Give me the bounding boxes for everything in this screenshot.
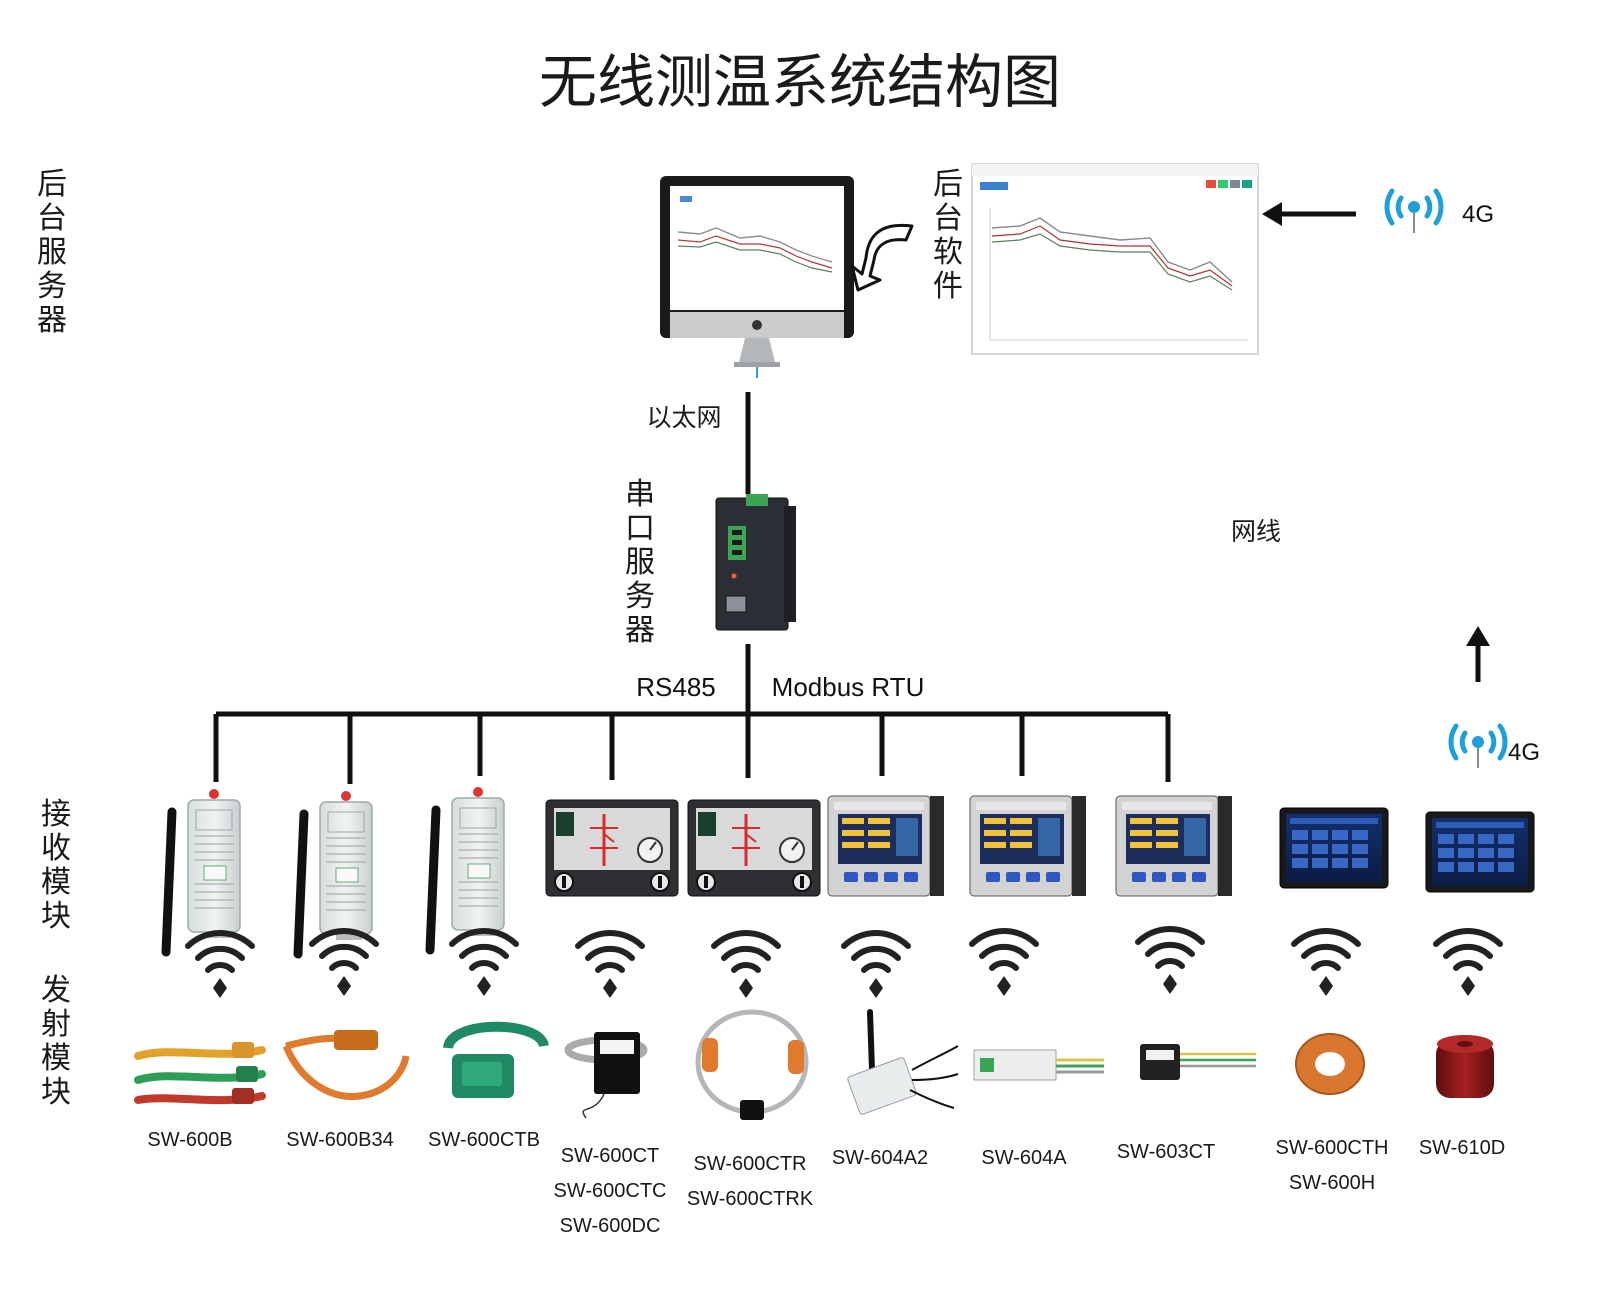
model-label: SW-600B — [147, 1129, 232, 1151]
bus-drop-lines — [213, 714, 1171, 784]
transmitter-clamp-sensor — [443, 1021, 549, 1098]
transmitter-antenna-sensor — [847, 1009, 959, 1115]
software-arrow — [850, 223, 914, 292]
transmitter-board-sensor — [973, 1049, 1104, 1081]
wireless-signals — [188, 929, 1500, 998]
transmitter-small-ct-sensor — [1140, 1044, 1256, 1080]
network-cable-label: 网线 — [1231, 517, 1281, 546]
apple-logo-icon — [752, 320, 762, 330]
receiver-touch-screen-1 — [1279, 807, 1389, 889]
broadcast-4g-icon — [1387, 191, 1441, 233]
model-label: SW-600CTH — [1276, 1137, 1389, 1159]
wireless-signal-icon — [1436, 931, 1500, 996]
transmitter-ct-band-sensor — [564, 1032, 648, 1119]
transmitter-strap-sensor-1 — [282, 1030, 410, 1100]
tier-server-text: 后台服务器 — [37, 167, 67, 338]
server-monitor — [660, 176, 854, 378]
wireless-signal-icon — [578, 933, 642, 998]
model-labels: SW-600B SW-600B34 SW-600CTB SW-600CT SW-600C… — [147, 1129, 1505, 1237]
receiver-panel-meter-1 — [827, 795, 945, 897]
wireless-signal-icon — [844, 933, 908, 998]
tier-label-receiver: 接收模块 — [41, 797, 71, 934]
model-label: SW-600CT — [561, 1145, 660, 1167]
model-label: SW-610D — [1419, 1137, 1505, 1159]
model-label: SW-600CTC — [554, 1180, 667, 1202]
ethernet-label: 以太网 — [646, 403, 721, 432]
g4-to-software-arrowhead — [1262, 202, 1282, 226]
wireless-signal-icon — [714, 933, 778, 998]
wireless-signal-icon — [188, 933, 252, 998]
wireless-signal-icon — [972, 931, 1036, 996]
receiver-touch-screen-2 — [1425, 811, 1535, 893]
software-label: 后台软件 — [933, 167, 963, 304]
wireless-signal-icon — [1294, 931, 1358, 996]
wireless-signal-icon — [452, 931, 516, 996]
serial-server-device — [715, 494, 796, 631]
receiver-switch-controller-1 — [544, 798, 680, 898]
model-label: SW-600H — [1289, 1172, 1375, 1194]
wireless-signal-icon — [312, 931, 376, 996]
label-4g-side: 4G — [1508, 739, 1540, 766]
diagram-title: 无线测温系统结构图 — [539, 48, 1061, 116]
receiver-wireless-3 — [430, 787, 504, 950]
g4-uplink-arrowhead — [1466, 626, 1490, 646]
rs485-label: RS485 — [636, 672, 716, 702]
label-4g-top: 4G — [1462, 201, 1494, 228]
tier-label-server: 后台服务器 — [37, 167, 67, 338]
model-label: SW-604A2 — [832, 1147, 928, 1169]
transmitter-strap-sensor-3 — [134, 1042, 266, 1105]
model-label: SW-603CT — [1117, 1141, 1216, 1163]
model-label: SW-600CTR — [694, 1153, 807, 1175]
model-label: SW-600DC — [560, 1215, 661, 1237]
receiver-panel-meter-3 — [1115, 795, 1233, 897]
receiver-wireless-1 — [166, 789, 240, 952]
model-label: SW-600CTRK — [687, 1188, 814, 1210]
receiver-switch-controller-2 — [686, 798, 822, 898]
transmitter-ring-sensor — [695, 1009, 809, 1120]
transmitter-cylinder-sensor — [1436, 1035, 1494, 1098]
broadcast-4g-icon — [1451, 726, 1505, 768]
model-label: SW-600CTB — [428, 1129, 540, 1151]
transmitter-modules — [134, 1009, 1494, 1120]
tier-receiver-text: 接收模块 — [41, 797, 71, 934]
transmitter-toroid-sensor — [1295, 1033, 1365, 1095]
tier-label-transmitter: 发射模块 — [41, 973, 71, 1110]
software-screenshot — [971, 163, 1259, 355]
model-label: SW-604A — [981, 1147, 1067, 1169]
modbus-label: Modbus RTU — [772, 672, 925, 702]
serial-server-label: 串口服务器 — [625, 477, 655, 648]
receiver-panel-meter-2 — [969, 795, 1087, 897]
tier-transmitter-text: 发射模块 — [41, 973, 71, 1110]
wireless-signal-icon — [1138, 929, 1202, 994]
model-label: SW-600B34 — [286, 1129, 393, 1151]
